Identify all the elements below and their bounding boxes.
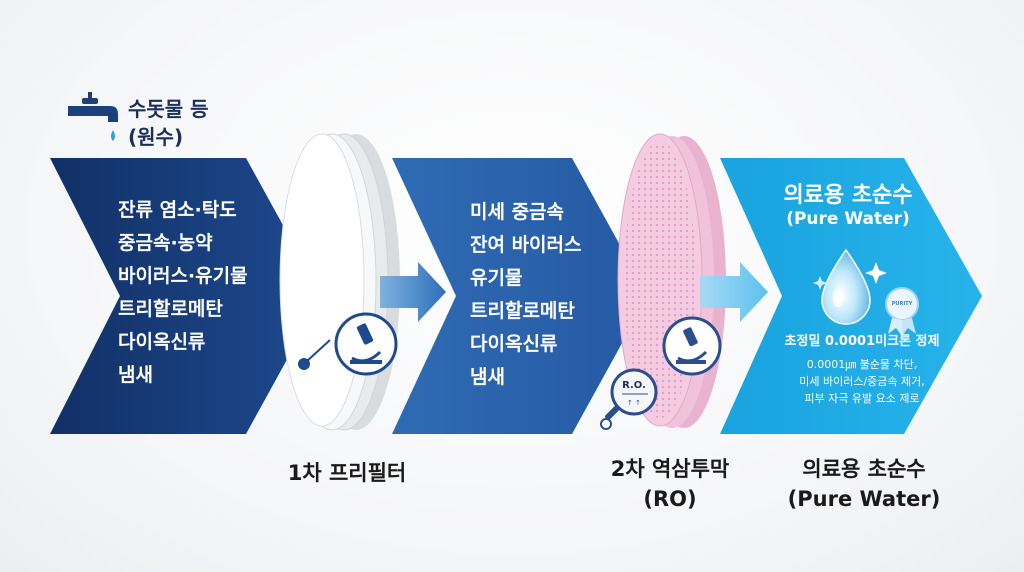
ro-label-sub: (RO)	[643, 487, 697, 511]
stage2-item: 미세 중금속	[470, 201, 565, 223]
pure-water-claim: 초정밀 0.0001미크론 정제	[784, 334, 940, 349]
stage2-removed-list: 미세 중금속 잔여 바이러스 유기물 트리할로메탄 다이옥신류 냄새	[470, 196, 582, 394]
magnifier-icon: ↑ ↑	[600, 316, 722, 430]
pure-water-label: 의료용 초순수	[802, 457, 926, 481]
stage1-item: 다이옥신류	[118, 331, 206, 353]
water-drop-icon	[813, 248, 887, 325]
stage2-item: 유기물	[470, 267, 523, 289]
microscope-icon	[298, 312, 398, 376]
pure-water-desc-line: 미세 바이러스/중금속 제거,	[799, 375, 925, 388]
stage1-removed-list: 잔류 염소·탁도 중금속·농약 바이러스·유기물 트리할로메탄 다이옥신류 냄새	[118, 194, 248, 392]
stage2-item: 다이옥신류	[470, 333, 558, 355]
stage2-chevron	[392, 158, 648, 434]
source-title: 수돗물 등	[128, 97, 209, 121]
svg-text:↑ ↑: ↑ ↑	[627, 399, 641, 407]
ro-label: 2차 역삼투막	[610, 457, 730, 481]
stage1-chevron	[50, 158, 322, 434]
faucet-icon	[68, 92, 118, 141]
stage1-item: 트리할로메탄	[118, 298, 223, 320]
stage2-item: 트리할로메탄	[470, 300, 575, 322]
pure-water-subtitle: (Pure Water)	[786, 209, 910, 229]
stage1-item: 바이러스·유기물	[118, 265, 248, 287]
pure-water-desc-line: 피부 자극 유발 요소 제로	[804, 392, 920, 405]
pure-water-title: 의료용 초순수	[783, 183, 913, 208]
stage1-item: 잔류 염소·탁도	[118, 199, 237, 221]
ro-badge: R.O.	[622, 380, 646, 391]
purity-seal-icon	[885, 287, 919, 336]
stage2-item: 냄새	[470, 366, 505, 388]
stage1-item: 중금속·농약	[118, 232, 213, 254]
connector-arrow-2	[700, 262, 768, 322]
stage1-item: 냄새	[118, 364, 153, 386]
pure-water-desc-line: 0.0001㎛ 불순물 차단,	[806, 358, 918, 371]
purity-seal-text: PURITY	[891, 301, 913, 307]
source-subtitle: (원수)	[128, 125, 184, 149]
pure-water-label-sub: (Pure Water)	[787, 487, 941, 511]
prefilter-label: 1차 프리필터	[287, 461, 407, 485]
stage2-item: 잔여 바이러스	[470, 234, 582, 256]
connector-arrow-1	[380, 262, 446, 322]
